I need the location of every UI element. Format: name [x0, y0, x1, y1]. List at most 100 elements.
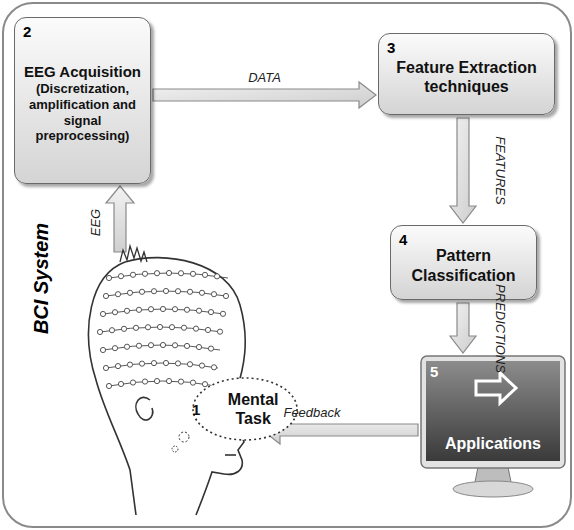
- electrode: [172, 307, 177, 312]
- electrode: [214, 274, 219, 279]
- electrode: [151, 361, 156, 366]
- electrode: [208, 346, 213, 351]
- box-text: EEG Acquisition: [24, 63, 141, 81]
- electrode: [157, 324, 162, 329]
- electrode: [184, 307, 189, 312]
- electrode: [166, 378, 171, 383]
- electrode: [145, 325, 150, 330]
- electrode: [217, 329, 222, 334]
- arrow-label: Feedback: [283, 405, 340, 420]
- edge-label: FEATURES: [493, 136, 508, 204]
- head-back: [89, 262, 136, 515]
- electrode: [154, 271, 159, 276]
- electrode: [130, 272, 135, 277]
- electrode: [127, 290, 132, 295]
- electrode: [199, 363, 204, 368]
- electrode: [100, 311, 105, 316]
- electrode: [133, 325, 138, 330]
- electrode: [223, 293, 228, 298]
- electrode: [178, 379, 183, 384]
- electrode: [175, 289, 180, 294]
- screen-arrow-icon: [476, 373, 516, 403]
- monitor-bezel: [421, 356, 565, 468]
- electrode: [106, 275, 111, 280]
- eeg-wires: [120, 246, 147, 262]
- edge-label: PREDICTIONS: [493, 284, 508, 373]
- arrow-label: EEG: [89, 208, 104, 235]
- system-frame: [3, 3, 571, 527]
- callout-number: 5: [430, 363, 438, 380]
- monitor-base: [453, 481, 533, 497]
- electrode: [154, 378, 159, 383]
- callout-number: 2: [23, 23, 31, 40]
- bubble-outline: [193, 378, 297, 440]
- process-box: 2EEG Acquisition(Discretization, amplifi…: [14, 17, 151, 184]
- electrode: [211, 365, 216, 370]
- cap-line: [109, 381, 216, 386]
- electrode: [142, 271, 147, 276]
- electrode: [106, 383, 111, 388]
- electrode: [118, 381, 123, 386]
- electrode: [151, 289, 156, 294]
- electrode: [139, 361, 144, 366]
- electrode: [112, 310, 117, 315]
- electrode: [163, 360, 168, 365]
- electrode: [211, 292, 216, 297]
- electrode: [115, 363, 120, 368]
- eeg-arrow: [106, 186, 134, 252]
- electrode: [100, 347, 105, 352]
- bubble-dot: [179, 432, 189, 442]
- electrode: [136, 343, 141, 348]
- electrode: [187, 289, 192, 294]
- callout-number: 4: [399, 231, 407, 248]
- electrode: [112, 346, 117, 351]
- electrode: [187, 362, 192, 367]
- monitor-shape: [420, 355, 566, 500]
- electrode: [193, 326, 198, 331]
- electrode: [190, 380, 195, 385]
- electrode: [163, 288, 168, 293]
- electrode: [178, 271, 183, 276]
- electrode: [160, 306, 165, 311]
- electrode: [148, 307, 153, 312]
- electrode: [208, 309, 213, 314]
- ear: [136, 397, 153, 420]
- process-box: 3Feature Extraction techniques: [378, 33, 555, 115]
- electrode: [124, 344, 129, 349]
- electrode: [124, 308, 129, 313]
- box-text: (Discretization, amplification and signa…: [21, 81, 144, 143]
- electrode: [205, 327, 210, 332]
- electrode: [118, 274, 123, 279]
- callout-number: 3: [387, 39, 395, 56]
- block-arrow: [153, 82, 376, 108]
- electrode: [199, 290, 204, 295]
- electrode: [169, 325, 174, 330]
- block-arrow: [450, 118, 476, 223]
- block-arrow: [450, 303, 476, 353]
- electrode: [184, 343, 189, 348]
- callout-number: 1: [192, 401, 200, 418]
- monitor-screen: [426, 361, 560, 461]
- electrode: [202, 272, 207, 277]
- electrode: [175, 361, 180, 366]
- electrode: [196, 308, 201, 313]
- box-text: Feature Extraction techniques: [385, 58, 548, 96]
- electrode: [166, 270, 171, 275]
- edge-label: DATA: [248, 70, 281, 85]
- monitor-node: 5Applications: [420, 355, 566, 500]
- bubble-content: 1Mental Task: [192, 377, 298, 441]
- electrode: [220, 311, 225, 316]
- process-box: 4Pattern Classification: [390, 225, 537, 300]
- cap-line: [106, 363, 218, 368]
- monitor-text: Applications: [426, 435, 560, 453]
- electrode: [160, 342, 165, 347]
- electrode: [127, 362, 132, 367]
- electrode: [196, 344, 201, 349]
- electrode: [142, 379, 147, 384]
- system-title: BCI System: [31, 222, 54, 333]
- electrode: [202, 382, 207, 387]
- electrode: [115, 292, 120, 297]
- electrode: [103, 365, 108, 370]
- electrode: [97, 329, 102, 334]
- bubble-dot: [172, 446, 178, 452]
